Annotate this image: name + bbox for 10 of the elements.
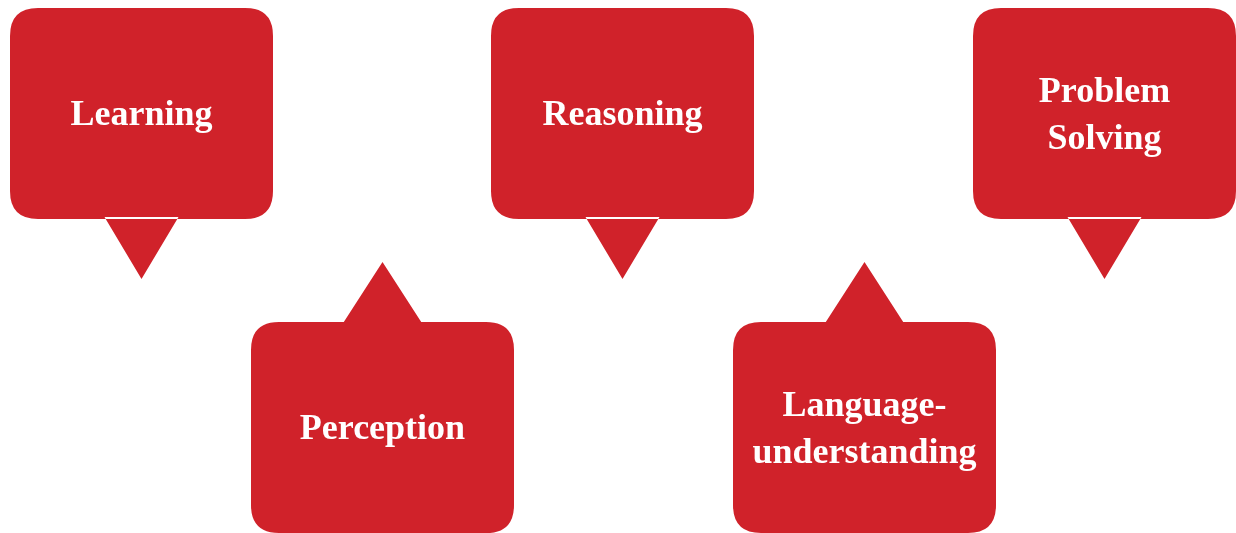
speech-bubble (973, 8, 1236, 279)
bubble-label: Reasoning (542, 92, 703, 136)
bubble-label: Learning (70, 92, 213, 136)
speech-bubble (10, 8, 273, 279)
bubble-label: Perception (299, 406, 466, 450)
speech-bubble (733, 262, 996, 533)
bubble-label: Problem Solving (1037, 68, 1172, 159)
bubble-label: Language-understanding (751, 382, 978, 473)
speech-bubble (491, 8, 754, 279)
speech-bubble (251, 262, 514, 533)
